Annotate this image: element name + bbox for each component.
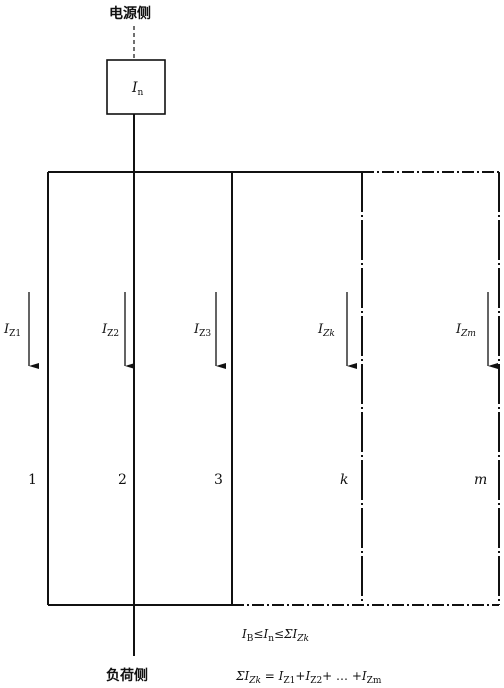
branch-1-number: 1 [28,472,37,488]
sum-current-formula: ΣIZk = IZ1+IZ2+ … +IZm [235,669,382,686]
branch-m-number: m [474,472,487,488]
protective-device-box [106,59,166,115]
source-side-label: 电源侧 [109,5,151,22]
branch-2-current-label: IZ2 [101,322,119,339]
device-rating-label: In [131,80,144,98]
branch-3-current-label: IZ3 [193,322,211,339]
branch-k-current-label: IZk [317,322,335,339]
branch-m-current-label: IZm [455,322,476,339]
branch-k-number: k [340,472,348,488]
load-side-label: 负荷侧 [106,667,148,684]
branch-2-number: 2 [118,472,127,488]
branch-1-current-label: IZ1 [3,322,21,339]
branch-3-number: 3 [214,472,223,488]
rating-condition-formula: IB≤In≤ΣIZk [241,627,309,644]
